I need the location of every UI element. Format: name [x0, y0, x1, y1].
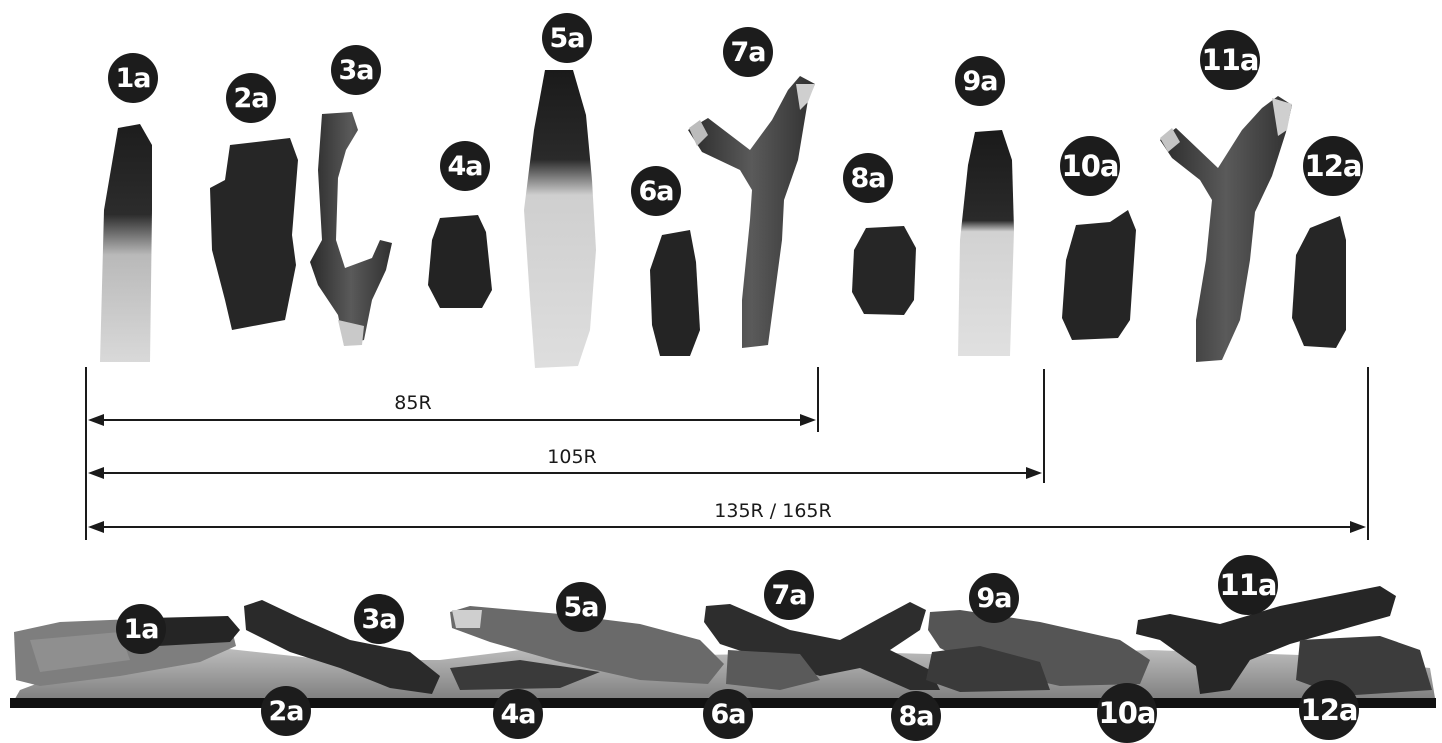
bottom-badge-1a: 1a: [116, 604, 166, 654]
dimension-label-85r: 85R: [394, 392, 431, 414]
bottom-badge-8a: 8a: [891, 691, 941, 741]
log-2a: [210, 138, 298, 330]
bottom-badge-11a: 11a: [1218, 555, 1278, 615]
bottom-badge-4a: 4a: [493, 689, 543, 739]
top-badge-12a: 12a: [1303, 136, 1363, 196]
top-badge-6a: 6a: [631, 166, 681, 216]
top-badge-7a: 7a: [723, 27, 773, 77]
log-6a: [650, 230, 700, 356]
bottom-badge-5a: 5a: [556, 582, 606, 632]
log-7a: [688, 76, 815, 348]
top-badge-2a: 2a: [226, 73, 276, 123]
log-11a: [1160, 96, 1292, 362]
top-badge-3a: 3a: [331, 45, 381, 95]
log-9a: [958, 130, 1014, 356]
top-badge-4a: 4a: [440, 141, 490, 191]
log-3a: [310, 112, 392, 345]
bottom-badge-6a: 6a: [703, 689, 753, 739]
log-8a: [852, 226, 916, 315]
log-12a: [1292, 216, 1346, 348]
top-badge-9a: 9a: [955, 56, 1005, 106]
top-badge-11a: 11a: [1200, 30, 1260, 90]
top-badge-10a: 10a: [1060, 136, 1120, 196]
top-badge-1a: 1a: [108, 53, 158, 103]
log-5a: [524, 70, 596, 368]
dimension-label-135r-165r: 135R / 165R: [714, 500, 831, 522]
log-1a: [100, 124, 152, 362]
bottom-badge-7a: 7a: [764, 570, 814, 620]
log-10a: [1062, 210, 1136, 340]
top-badge-5a: 5a: [542, 13, 592, 63]
dimension-label-105r: 105R: [547, 446, 596, 468]
bottom-badge-2a: 2a: [261, 686, 311, 736]
top-badge-8a: 8a: [843, 153, 893, 203]
bottom-badge-9a: 9a: [969, 573, 1019, 623]
log-4a: [428, 215, 492, 308]
bottom-badge-3a: 3a: [354, 594, 404, 644]
bottom-badge-12a: 12a: [1299, 680, 1359, 740]
bottom-badge-10a: 10a: [1097, 683, 1157, 743]
